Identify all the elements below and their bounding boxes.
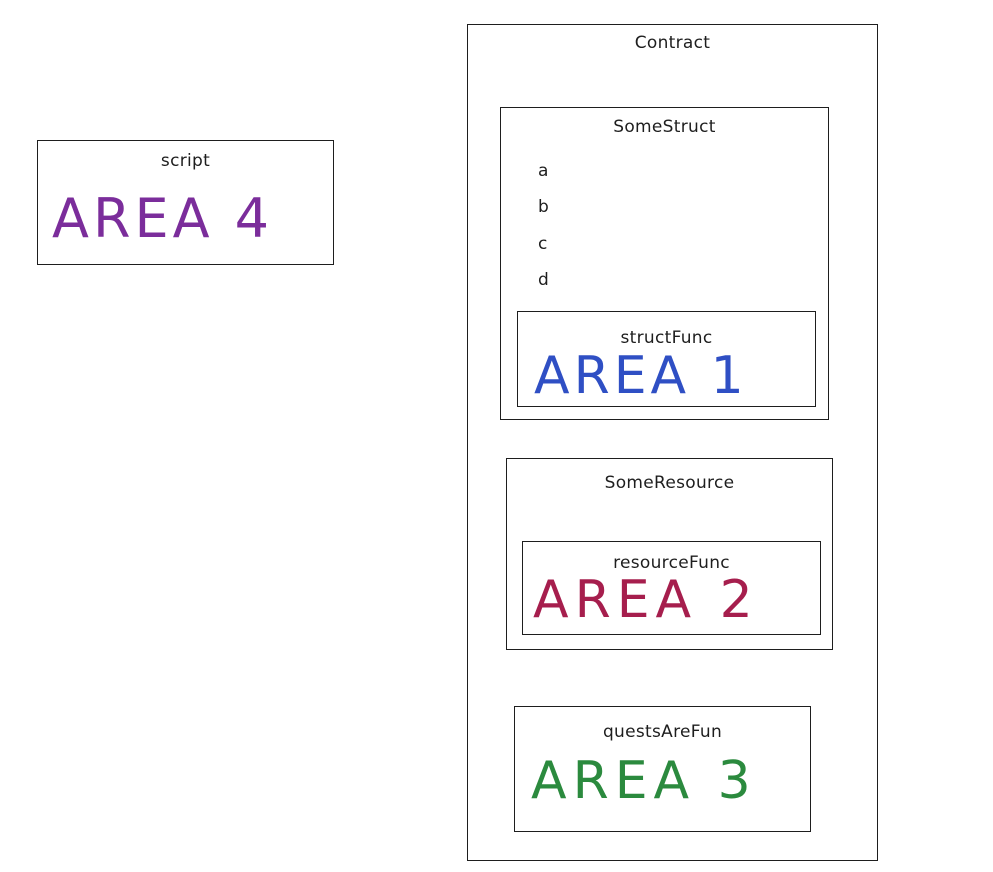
script-box: script AREA 4 <box>37 140 334 265</box>
struct-func-box: structFunc AREA 1 <box>517 311 816 407</box>
area-2-label: AREA 2 <box>533 570 759 630</box>
contract-box: Contract <box>467 24 878 861</box>
resource-func-box: resourceFunc AREA 2 <box>522 541 821 635</box>
struct-func-title: structFunc <box>620 328 713 348</box>
struct-field-b: b <box>538 197 549 217</box>
some-struct-title: SomeStruct <box>613 117 716 137</box>
struct-field-d: d <box>538 270 549 290</box>
struct-field-c: c <box>538 234 548 254</box>
quests-are-fun-box: questsAreFun AREA 3 <box>514 706 811 832</box>
some-resource-box: SomeResource <box>506 458 833 650</box>
some-struct-box: SomeStruct a b c d <box>500 107 829 420</box>
area-3-label: AREA 3 <box>531 751 757 811</box>
resource-func-title: resourceFunc <box>613 553 730 573</box>
area-4-label: AREA 4 <box>52 187 274 250</box>
quests-are-fun-title: questsAreFun <box>602 722 723 742</box>
script-title: script <box>160 151 211 171</box>
area-1-label: AREA 1 <box>534 346 748 406</box>
contract-title: Contract <box>634 33 711 53</box>
struct-field-a: a <box>538 161 549 181</box>
some-resource-title: SomeResource <box>604 473 735 493</box>
